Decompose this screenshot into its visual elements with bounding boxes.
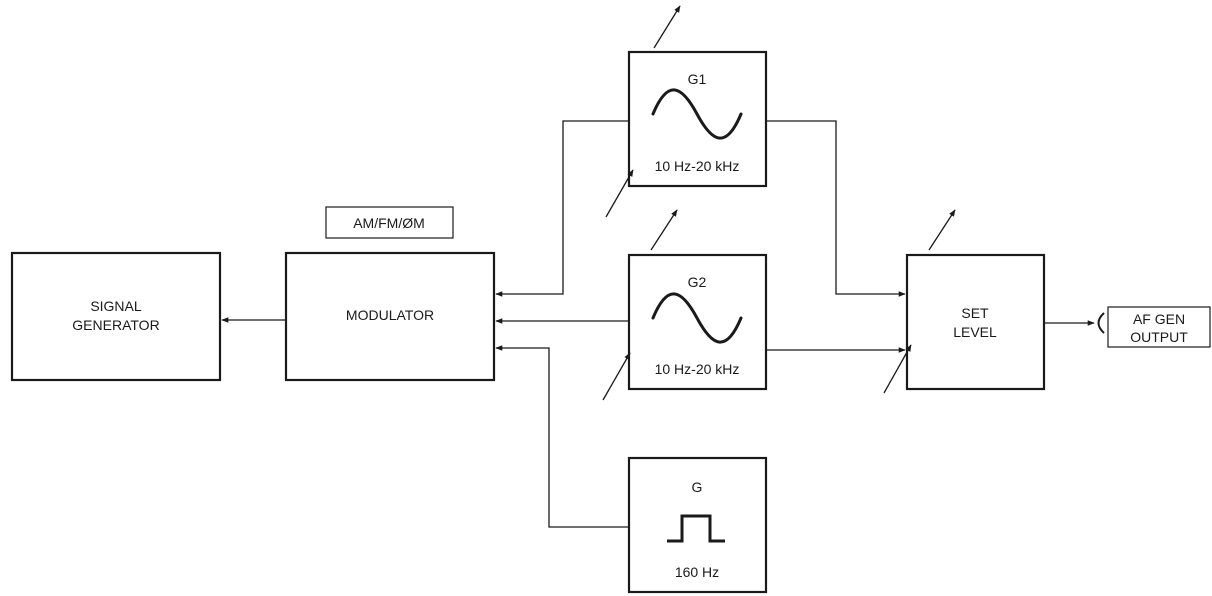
af-gen-output-tag: AF GEN OUTPUT: [1107, 306, 1211, 348]
modulation-mode-tag: AM/FM/ØM: [325, 206, 454, 239]
g2-generator-block: G2 10 Hz-20 kHz: [627, 209, 768, 391]
g1-to-set-level-wire: [766, 120, 906, 297]
g1-level-adjust-arrow-icon: [605, 169, 634, 218]
signal-paths: [221, 120, 1105, 528]
output-label-1: AF GEN: [1133, 311, 1185, 327]
signal-generator-label-1: SIGNAL: [90, 298, 142, 314]
g1-generator-block: G1 10 Hz-20 kHz: [627, 5, 768, 188]
g2-range: 10 Hz-20 kHz: [655, 361, 740, 377]
g1-to-modulator-wire: [495, 120, 629, 297]
set-level-label-1: SET: [961, 305, 989, 321]
g2-adjust-arrow-icon: [650, 209, 678, 251]
sine-wave-icon: [651, 292, 743, 344]
modulator-label: MODULATOR: [346, 307, 434, 323]
signal-generator-block: SIGNAL GENERATOR: [10, 251, 222, 382]
g1-adjust-arrow-icon: [653, 5, 681, 49]
g1-range: 10 Hz-20 kHz: [655, 158, 740, 174]
output-label-2: OUTPUT: [1130, 329, 1188, 345]
set-level-label-2: LEVEL: [953, 324, 997, 340]
g-to-modulator-wire: [495, 345, 629, 528]
sine-wave-icon: [651, 88, 743, 140]
g2-name: G2: [688, 274, 707, 290]
g-name: G: [692, 479, 703, 495]
pulse-icon: [667, 514, 725, 543]
modulator-block: MODULATOR: [284, 251, 496, 382]
modulation-mode-label: AM/FM/ØM: [353, 215, 425, 231]
g-freq: 160 Hz: [675, 564, 719, 580]
set-level-input-adjust-arrow-icon: [883, 344, 912, 394]
set-level-adjust-arrow-icon: [928, 209, 956, 251]
g1-name: G1: [688, 71, 707, 87]
signal-generator-label-2: GENERATOR: [72, 317, 159, 333]
g2-level-adjust-arrow-icon: [602, 352, 631, 401]
set-level-block: SET LEVEL: [905, 209, 1046, 391]
g-pulse-generator-block: G 160 Hz: [627, 456, 768, 594]
output-connector-icon: [1097, 312, 1105, 334]
